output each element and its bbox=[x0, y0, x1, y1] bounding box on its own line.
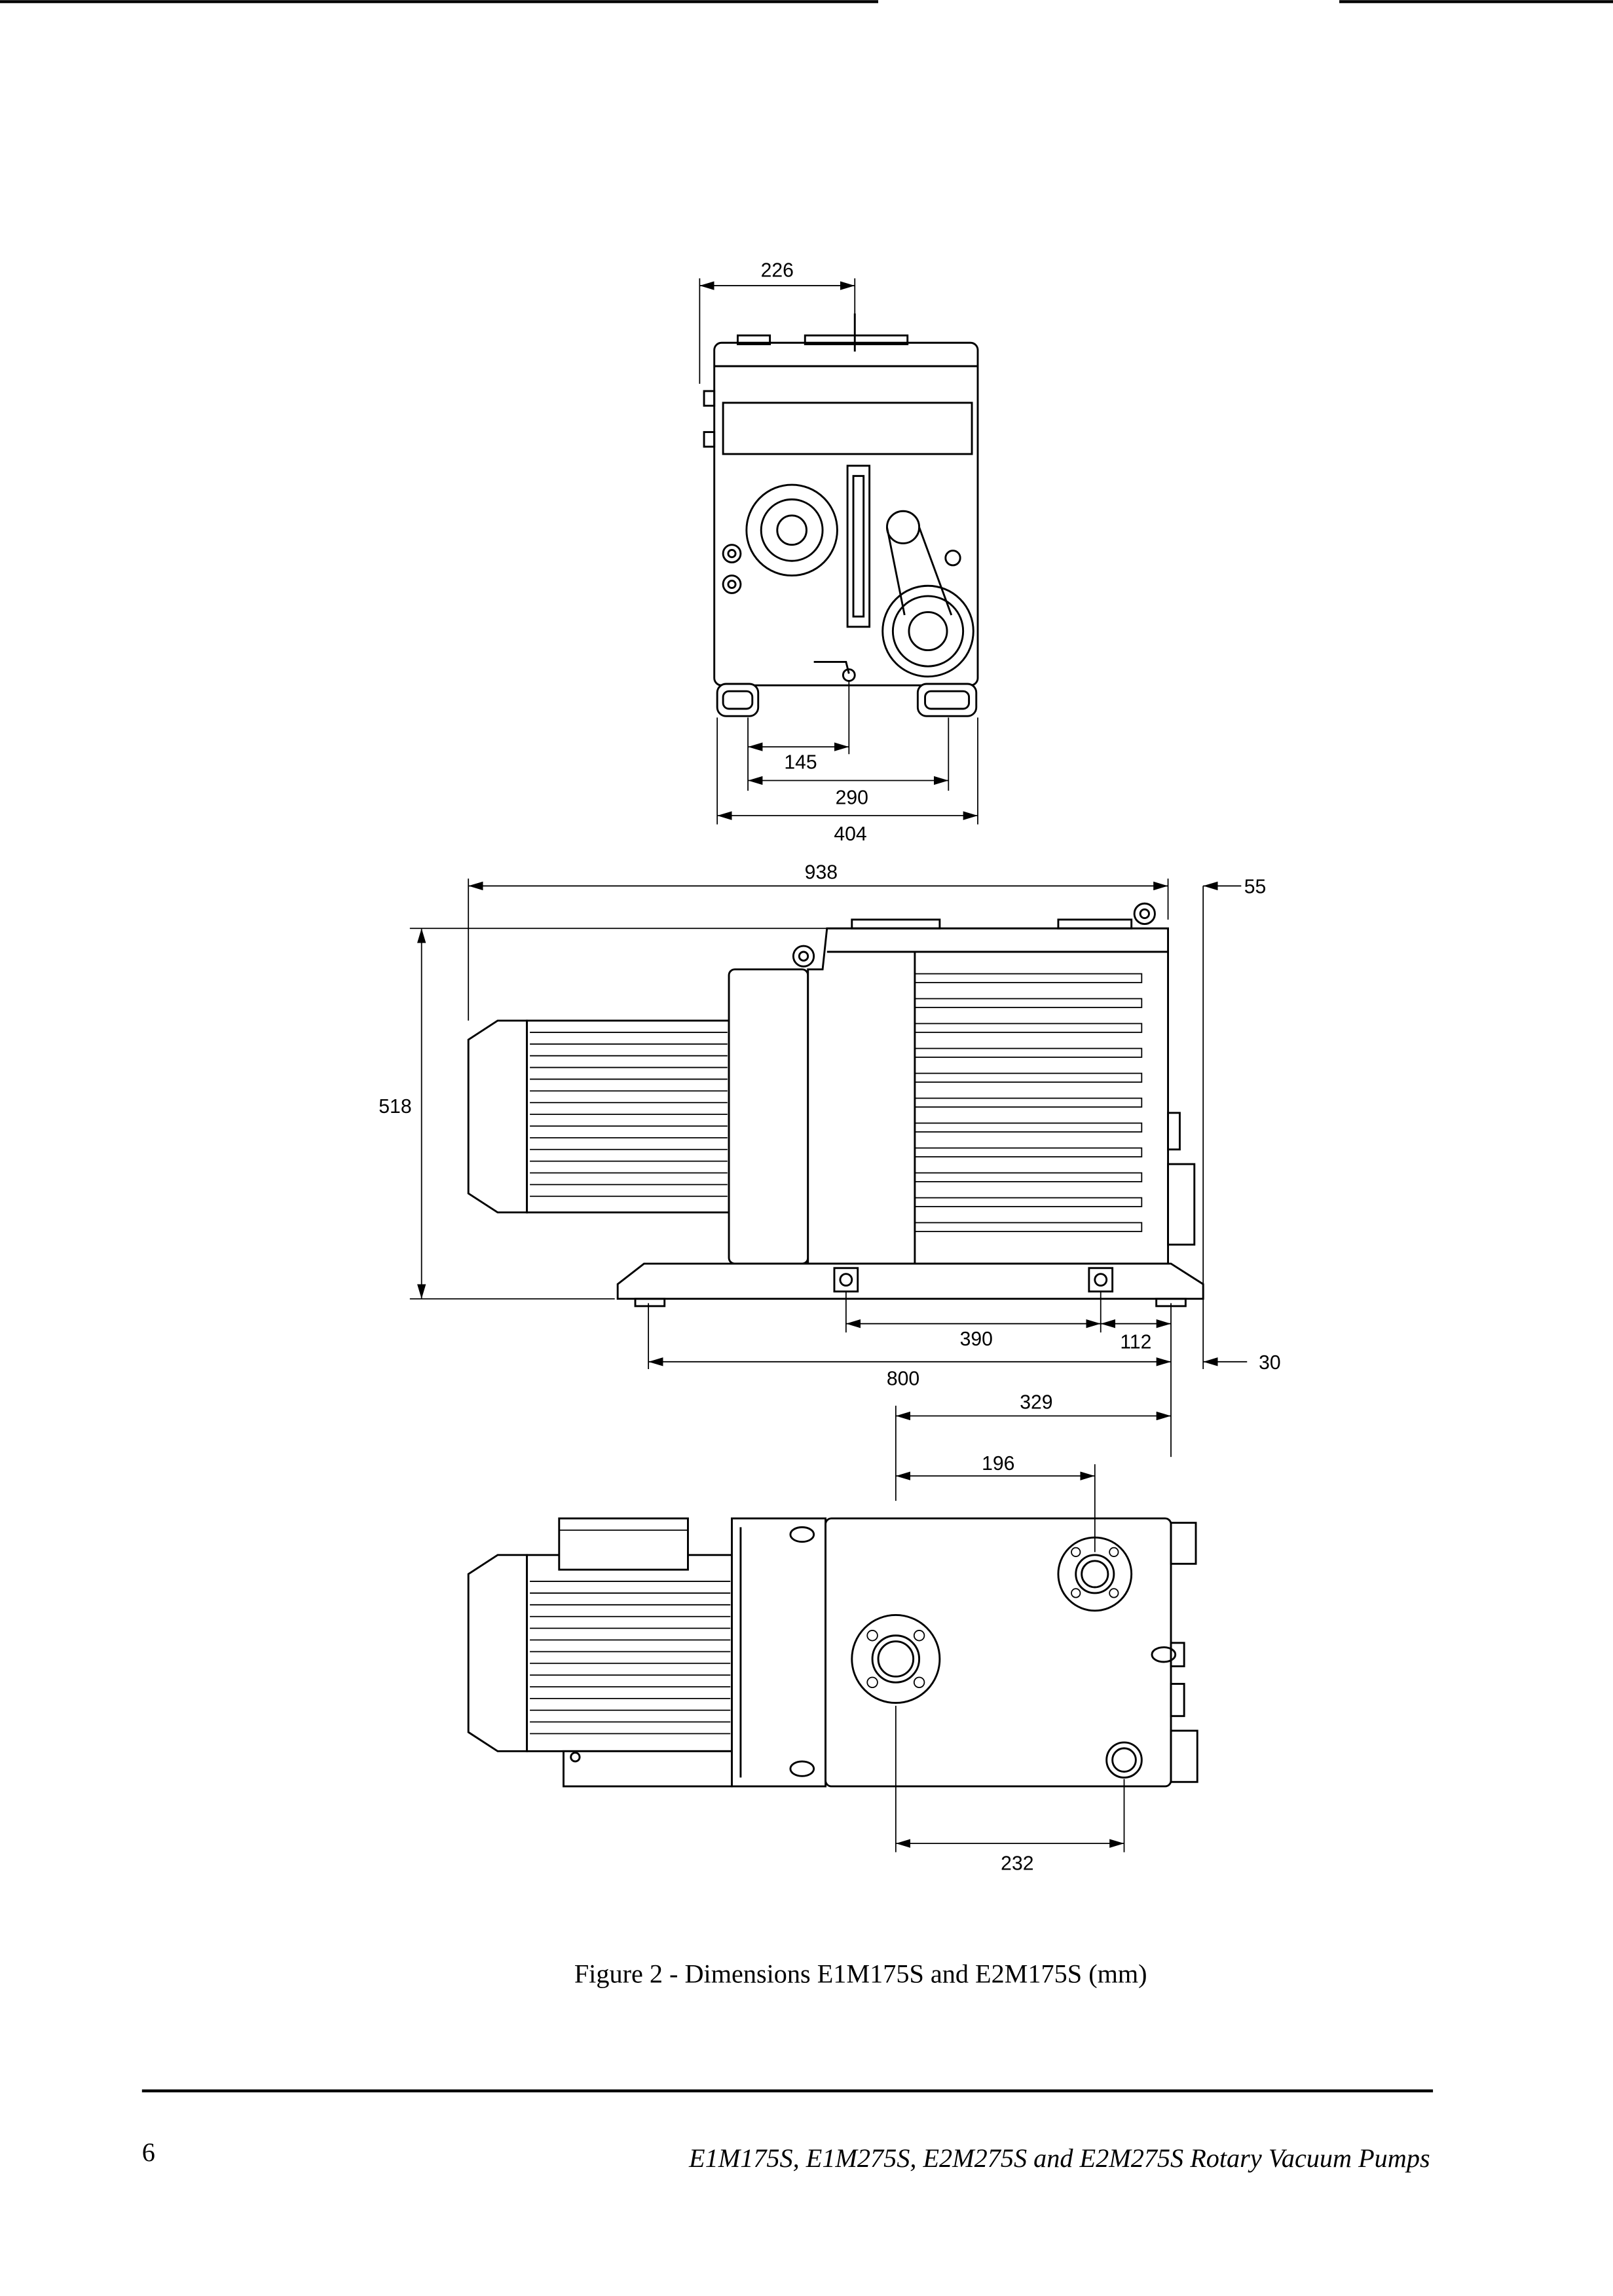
dim-226: 226 bbox=[761, 260, 794, 282]
dim-390: 390 bbox=[960, 1328, 993, 1350]
dim-55: 55 bbox=[1244, 876, 1267, 898]
dim-518: 518 bbox=[379, 1096, 411, 1118]
dim-800: 800 bbox=[887, 1368, 919, 1390]
side-view-dimensions: 938 518 55 30 390 112 800 bbox=[379, 861, 1281, 1458]
page-number: 6 bbox=[142, 2137, 155, 2167]
dim-112: 112 bbox=[1120, 1332, 1151, 1353]
plan-view-drawing bbox=[467, 1517, 1198, 1788]
footer-document-title: E1M175S, E1M275S, E2M275S and E2M275S Ro… bbox=[688, 2143, 1430, 2173]
front-view-dimensions: 226 145 290 404 bbox=[699, 260, 978, 845]
dim-938: 938 bbox=[805, 861, 838, 883]
plan-view-dimensions: 329 196 232 bbox=[895, 1391, 1172, 1874]
dim-232: 232 bbox=[1001, 1853, 1033, 1874]
dim-30: 30 bbox=[1259, 1352, 1281, 1374]
figure-caption: Figure 2 - Dimensions E1M175S and E2M175… bbox=[574, 1959, 1147, 1988]
dim-329: 329 bbox=[1020, 1391, 1052, 1413]
dim-290: 290 bbox=[836, 787, 868, 808]
side-view-drawing bbox=[467, 902, 1204, 1308]
dim-404: 404 bbox=[834, 823, 866, 845]
dim-145: 145 bbox=[784, 752, 817, 774]
front-view-drawing bbox=[703, 313, 979, 717]
dim-196: 196 bbox=[982, 1453, 1014, 1475]
